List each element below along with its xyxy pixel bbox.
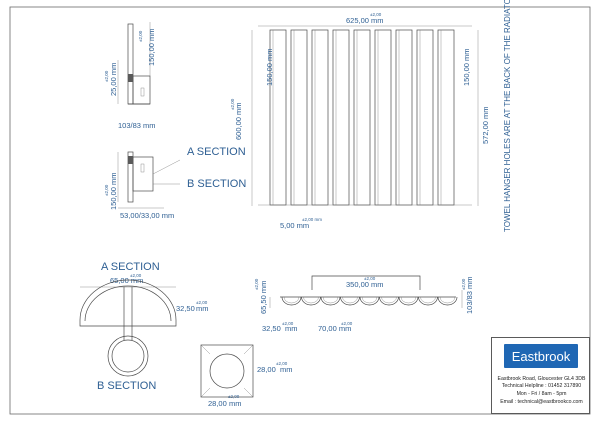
- square-side: 28,00: [257, 365, 276, 374]
- square-bottom-tol: ±2,00: [228, 394, 240, 399]
- tube-inner-profile: [342, 296, 358, 304]
- bracket-bottom-label: 53,00/33,00 mm: [120, 211, 174, 220]
- top-bottom-left: 32,50: [262, 324, 281, 333]
- tube-profile: [379, 296, 399, 306]
- a-section-label: A SECTION: [187, 146, 246, 158]
- b-section-label: B SECTION: [187, 178, 246, 190]
- brand-info-box: Eastbrook Eastbrook Road, Gloucester GL4…: [491, 337, 590, 414]
- bracket-left-tol: ±2,00: [104, 184, 109, 196]
- a-section-half: 32,50: [176, 304, 195, 313]
- b-section-title: B SECTION: [97, 380, 156, 392]
- top-bottom-mid: 70,00 mm: [318, 324, 351, 333]
- side-depth-label: 103/83 mm: [118, 121, 156, 130]
- a-section-width-tol: ±2,00: [130, 273, 142, 278]
- bracket-left-dim: 150,00 mm: [109, 172, 118, 210]
- tube-profile: [359, 296, 380, 306]
- tube-profile: [398, 296, 419, 306]
- tube-inner-profile: [322, 296, 339, 304]
- tube-inner-profile: [381, 296, 397, 304]
- radiator-panel: [437, 29, 455, 206]
- a-section-half-tol: ±2,00: [196, 300, 208, 305]
- radiator-panel: [416, 29, 434, 206]
- square-bottom: 28,00: [208, 399, 227, 408]
- brand-helpline: Technical Helpline : 01452 317890: [501, 383, 582, 389]
- tube-inner-profile: [361, 296, 378, 304]
- tube-inner-profile: [303, 296, 319, 304]
- top-right-tol: ±2,00: [461, 278, 466, 290]
- side-view: [117, 22, 151, 105]
- front-height-tol: ±2,00: [230, 98, 235, 110]
- brand-email: Email : technical@eastbrookco.com: [500, 399, 583, 405]
- brand-address: Eastbrook Road, Gloucester GL4 3DB: [497, 376, 586, 382]
- tube-profile: [301, 296, 321, 306]
- front-top-right-dim: 150,00 mm: [462, 48, 471, 86]
- tube-profile: [418, 296, 438, 306]
- tube-inner-profile: [439, 296, 456, 304]
- radiator-panel: [332, 29, 350, 206]
- top-bottom-left-tol: ±2,00: [282, 321, 294, 326]
- tube-profile: [437, 296, 458, 306]
- front-view: [251, 25, 479, 206]
- tube-profile: [340, 296, 360, 306]
- top-right-dim: 103/83 mm: [465, 276, 474, 314]
- side-left-tol: ±2,00: [104, 70, 109, 82]
- a-section-title: A SECTION: [101, 261, 160, 273]
- a-section-half-unit: mm: [196, 304, 209, 313]
- sheet-border: [9, 6, 591, 415]
- radiator-panel: [353, 29, 371, 206]
- tube-inner-profile: [420, 296, 436, 304]
- tube-inner-profile: [400, 296, 417, 304]
- tube-inner-profile: [283, 296, 300, 304]
- radiator-panel: [290, 29, 308, 206]
- square-side-unit: mm: [280, 365, 293, 374]
- front-width-tol: ±2,00: [370, 12, 382, 17]
- square-bottom-unit: mm: [229, 399, 242, 408]
- top-span: 350,00 mm: [346, 280, 384, 289]
- towel-hanger-note: TOWEL HANGER HOLES ARE AT THE BACK OF TH…: [503, 0, 512, 232]
- radiator-panel: [311, 29, 329, 206]
- top-left-tol: ±2,00: [254, 278, 259, 290]
- side-left-dim: 25,00 mm: [109, 63, 118, 96]
- front-gap-dim: 5,00 mm: [280, 221, 309, 230]
- front-top-left-dim: 150,00 mm: [265, 48, 274, 86]
- front-height: 600,00 mm: [234, 102, 243, 140]
- top-bottom-left-unit: mm: [285, 324, 298, 333]
- tube-profile: [281, 296, 302, 306]
- front-width: 625,00 mm: [346, 16, 384, 25]
- a-section-drawing: [79, 279, 177, 377]
- side-top-dim: 150,00 mm: [147, 28, 156, 66]
- a-section-width: 65,00 mm: [110, 276, 143, 285]
- top-span-tol: ±2,00: [364, 276, 376, 281]
- tube-profile: [320, 296, 341, 306]
- radiator-panel: [395, 29, 413, 206]
- front-right-dim: 572,00 mm: [481, 106, 490, 144]
- square-section: [200, 344, 254, 398]
- top-left-dim: 65,50 mm: [259, 281, 268, 314]
- eastbrook-logo: Eastbrook: [504, 344, 578, 368]
- brand-hours: Mon - Fri / 8am - 5pm: [516, 391, 567, 397]
- radiator-panel: [374, 29, 392, 206]
- front-gap-tol: ±2,00 mm: [302, 217, 322, 222]
- top-view: [269, 275, 463, 308]
- square-side-tol: ±2,00: [276, 361, 288, 366]
- bracket-view: [117, 151, 181, 209]
- top-bottom-mid-tol: ±2,00: [341, 321, 353, 326]
- side-top-tol: ±2,00: [138, 30, 143, 42]
